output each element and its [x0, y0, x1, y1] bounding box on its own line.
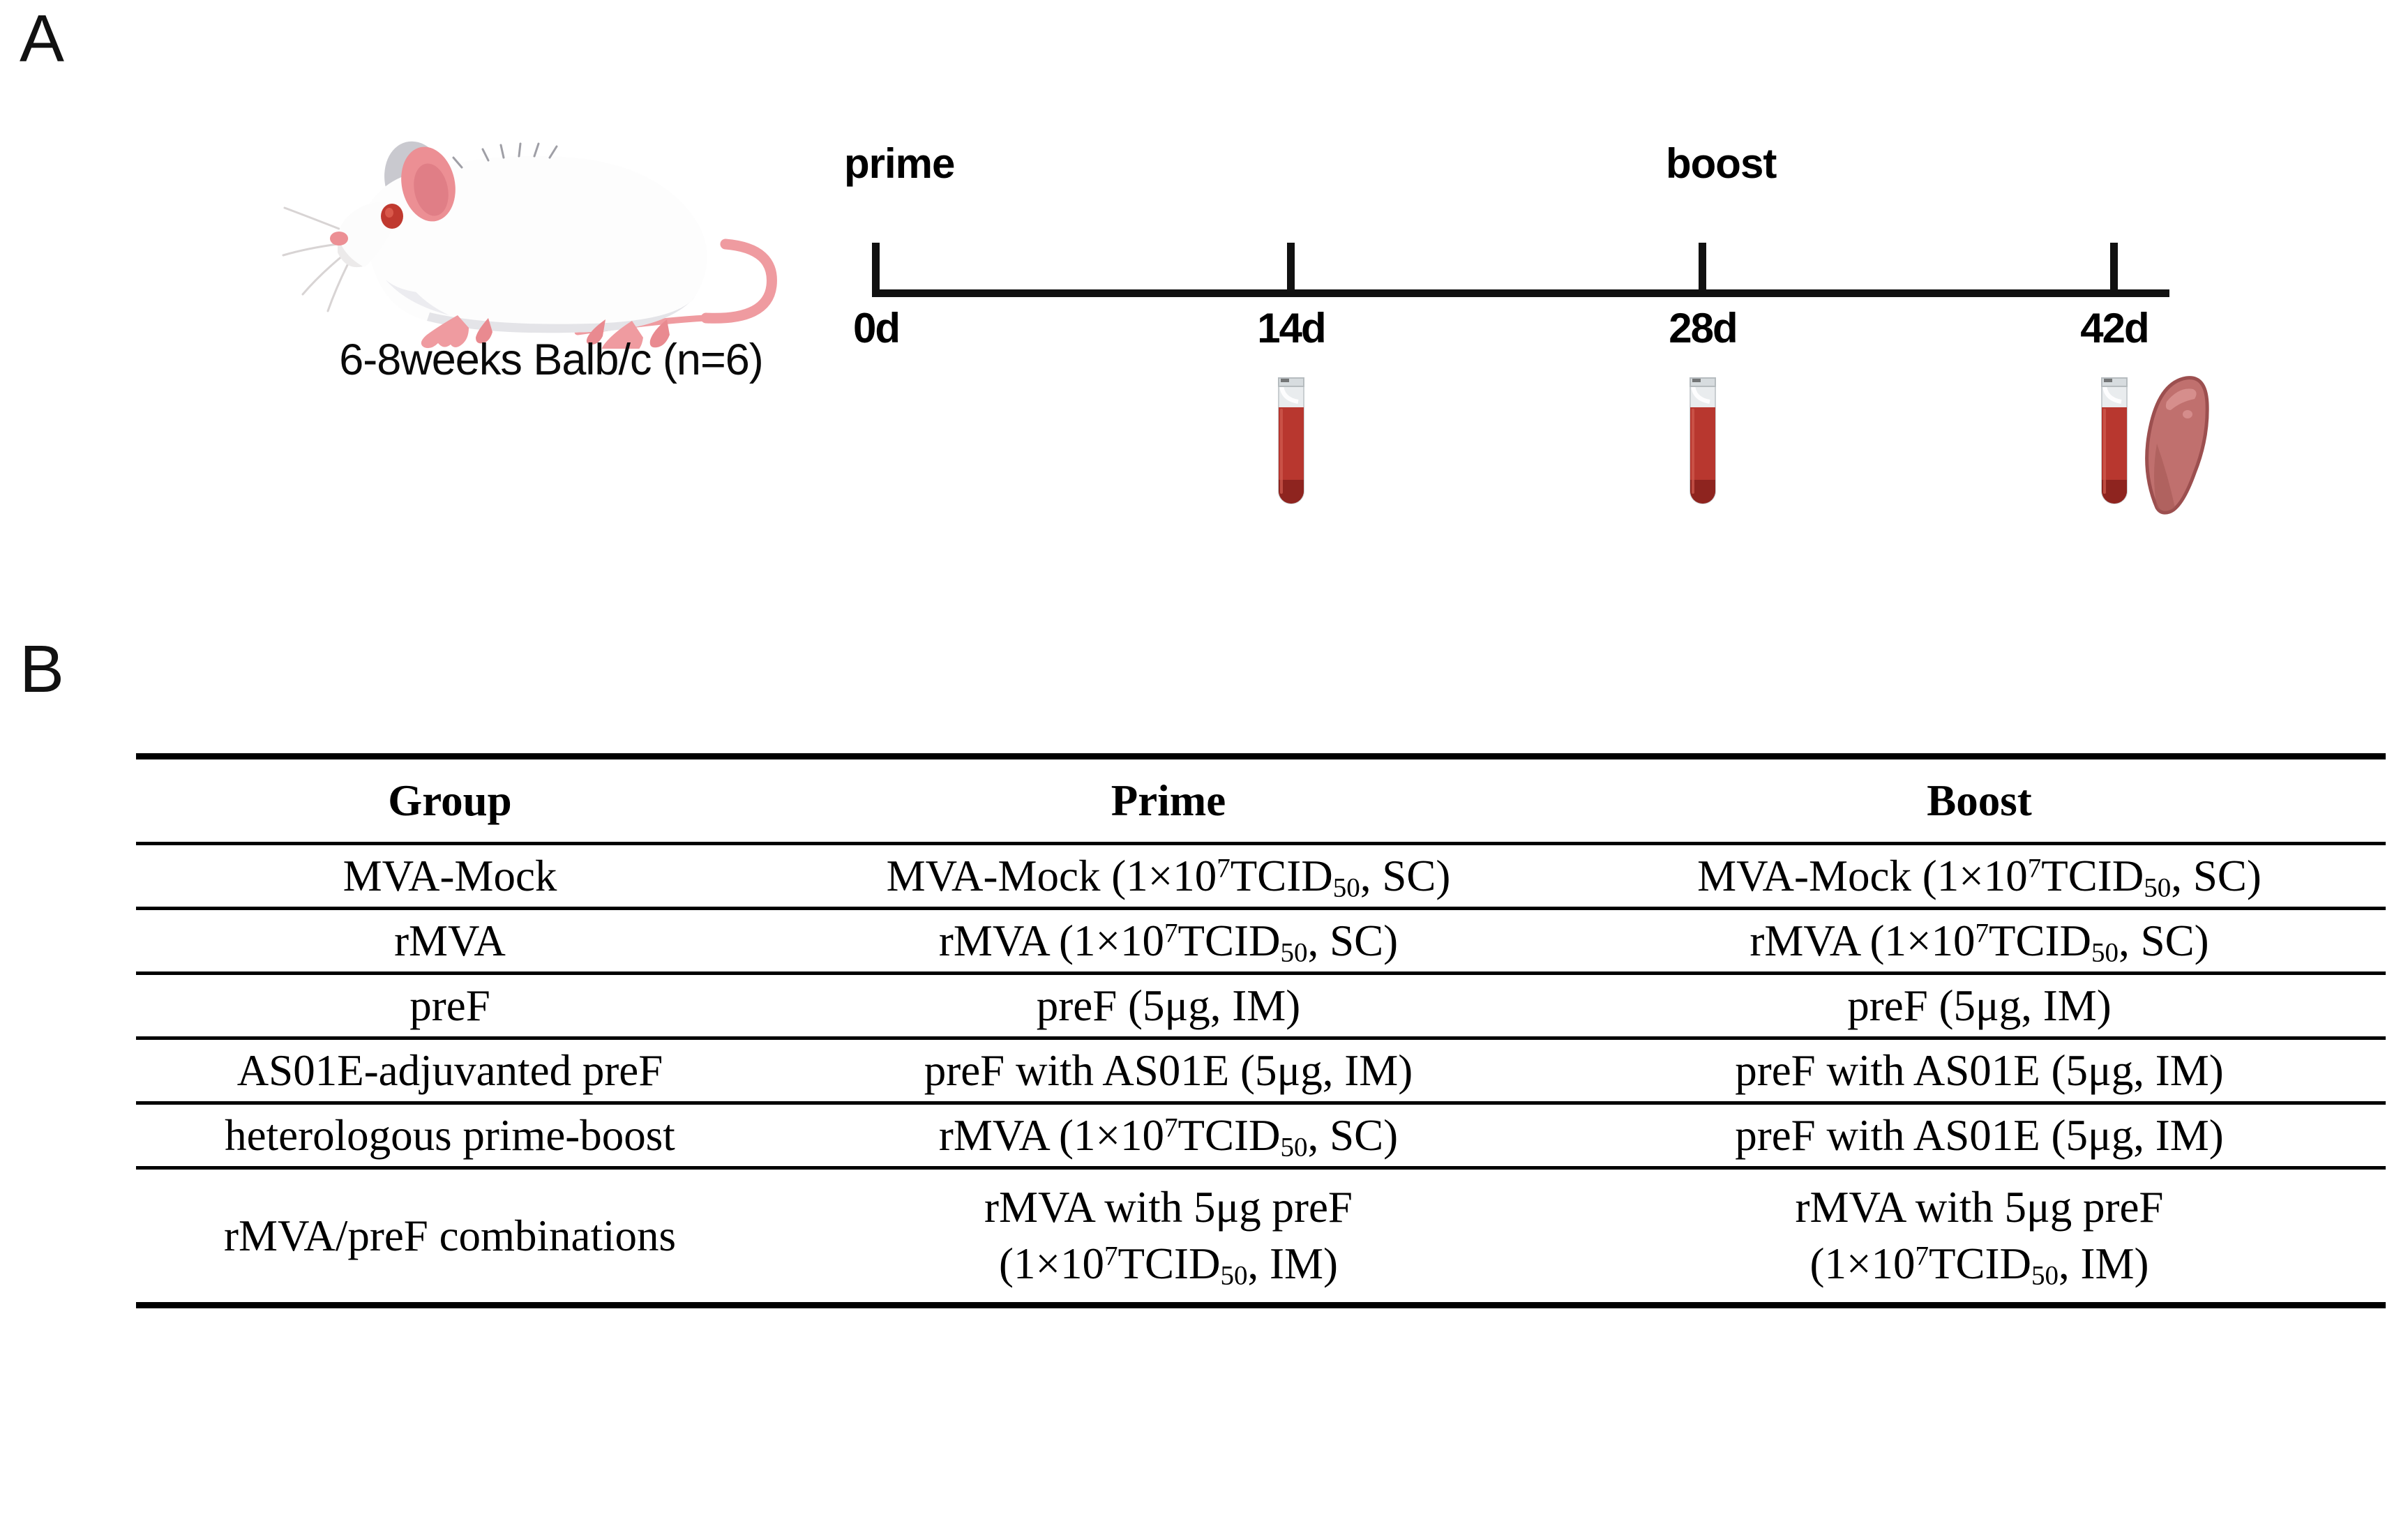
- cell-group: rMVA: [136, 908, 764, 975]
- spleen-icon: [2136, 371, 2214, 517]
- cell-group: rMVA/preF combinations: [136, 1167, 764, 1308]
- cell-group: AS01E-adjuvanted preF: [136, 1038, 764, 1105]
- panel-a: A: [0, 0, 2408, 614]
- column-header-group: Group: [136, 753, 764, 845]
- panel-label-b: B: [20, 632, 65, 706]
- timeline-tick-28d: [1699, 243, 1706, 292]
- timeline-tick-0d: [872, 243, 880, 292]
- timeline-tick-label-14d: 14d: [1257, 305, 1326, 351]
- cell-boost: rMVA (1×107TCID50, SC): [1573, 908, 2386, 975]
- cell-prime: MVA-Mock (1×107TCID50, SC): [764, 843, 1573, 910]
- mouse-caption: 6-8weeks Balb/c (n=6): [339, 335, 764, 384]
- cell-group: preF: [136, 973, 764, 1040]
- cell-boost: preF with AS01E (5μg, IM): [1573, 1103, 2386, 1170]
- cell-prime: rMVA (1×107TCID50, SC): [764, 1103, 1573, 1170]
- table-header-row: Group Prime Boost: [136, 753, 2386, 845]
- cell-prime: rMVA with 5μg preF(1×107TCID50, IM): [764, 1167, 1573, 1308]
- cell-boost: preF with AS01E (5μg, IM): [1573, 1038, 2386, 1105]
- blood-collection-tube-icon: [1684, 375, 1722, 515]
- timeline-tick-42d: [2110, 243, 2118, 292]
- experiment-timeline: prime boost 0d 14d 28d 42d: [802, 126, 2337, 544]
- panel-label-a: A: [20, 1, 65, 76]
- timeline-axis: [872, 289, 2169, 297]
- column-header-prime: Prime: [764, 753, 1573, 845]
- timeline-tick-14d: [1287, 243, 1295, 292]
- blood-collection-tube-icon: [2095, 375, 2133, 515]
- timeline-tick-label-42d: 42d: [2080, 305, 2149, 351]
- cell-prime: rMVA (1×107TCID50, SC): [764, 908, 1573, 975]
- cell-prime: preF with AS01E (5μg, IM): [764, 1038, 1573, 1105]
- cell-boost: MVA-Mock (1×107TCID50, SC): [1573, 843, 2386, 910]
- timeline-label-boost: boost: [1666, 140, 1777, 187]
- cell-boost: preF (5μg, IM): [1573, 973, 2386, 1040]
- timeline-tick-label-28d: 28d: [1669, 305, 1738, 351]
- mouse-icon: [279, 112, 823, 349]
- blood-collection-tube-icon: [1272, 375, 1310, 515]
- timeline-tick-label-0d: 0d: [852, 305, 901, 351]
- cell-boost: rMVA with 5μg preF(1×107TCID50, IM): [1573, 1167, 2386, 1308]
- cell-group: heterologous prime-boost: [136, 1103, 764, 1170]
- column-header-boost: Boost: [1573, 753, 2386, 845]
- cell-group: MVA-Mock: [136, 843, 764, 910]
- cell-prime: preF (5μg, IM): [764, 973, 1573, 1040]
- timeline-label-prime: prime: [844, 140, 955, 187]
